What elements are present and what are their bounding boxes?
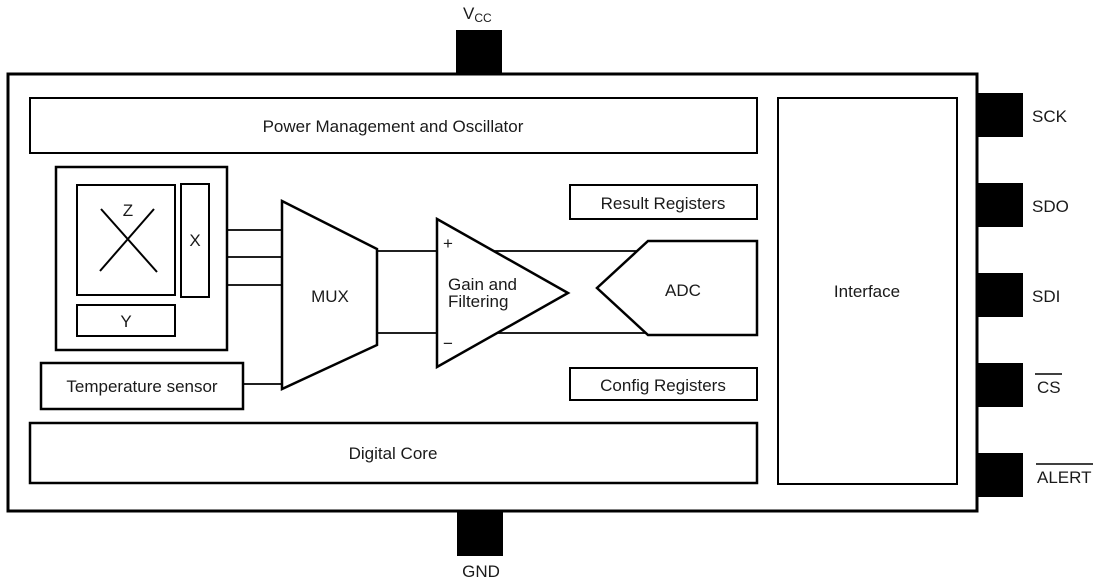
sdo-pin [978,183,1023,227]
gnd-pin-label: GND [462,562,500,581]
adc-label: ADC [665,281,701,300]
amplifier-label-line2: Filtering [448,292,508,311]
cs-pin [978,363,1023,407]
y-axis-label: Y [120,312,131,331]
sck-pin-label: SCK [1032,107,1068,126]
gain-filtering-amplifier [435,216,571,370]
vcc-pin [456,30,502,75]
interface-block [777,97,958,485]
cs-pin-label: CS [1037,378,1061,397]
mux-block [280,198,379,391]
sck-pin [978,93,1023,137]
amplifier-plus-label: + [443,234,453,253]
result-registers-block [569,184,758,220]
adc-block [595,239,759,337]
mux-label: MUX [311,287,349,306]
power-management-label: Power Management and Oscillator [263,117,524,136]
sdi-pin-label: SDI [1032,287,1060,306]
amplifier-minus-label: − [443,334,453,353]
z-axis-label: Z [123,201,133,220]
temperature-sensor-label: Temperature sensor [66,377,218,396]
sdo-pin-label: SDO [1032,197,1069,216]
power-management-block [29,97,758,154]
digital-core-label: Digital Core [349,444,438,463]
y-axis-sensor [76,304,176,337]
alert-pin-label: ALERT [1037,468,1092,487]
config-registers-block [569,367,758,401]
x-axis-label: X [189,231,200,250]
result-registers-label: Result Registers [601,194,726,213]
config-registers-label: Config Registers [600,376,726,395]
x-axis-sensor [180,183,210,298]
temperature-sensor-block [39,361,245,411]
amplifier-label-line1: Gain and [448,275,517,294]
sensor-cross-icon [99,208,155,272]
interface-label: Interface [834,282,900,301]
gnd-pin [457,511,503,556]
vcc-pin-label: VCC [463,4,492,25]
sdi-pin [978,273,1023,317]
digital-core-block [28,421,759,485]
sensor-cross-icon [100,208,158,273]
alert-pin [978,453,1023,497]
